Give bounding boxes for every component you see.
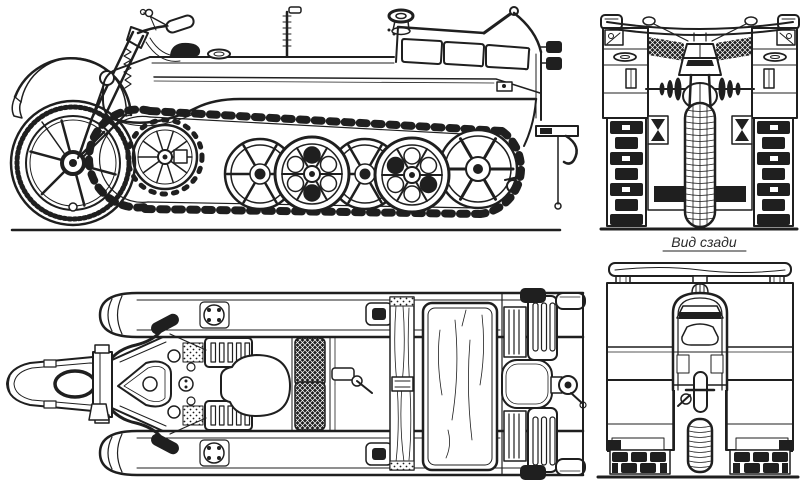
cab-window <box>443 41 485 68</box>
front-view <box>599 14 800 231</box>
side-view <box>9 6 579 232</box>
handlebar-front <box>606 21 794 36</box>
cab-window <box>485 44 531 71</box>
driver-saddle <box>170 42 201 57</box>
hull <box>102 6 541 127</box>
front-view-left-half <box>600 14 689 227</box>
tail-light <box>546 41 562 53</box>
front-view-center <box>599 21 799 231</box>
radiator-grille <box>294 337 326 387</box>
handlebar-grip <box>151 313 179 335</box>
front-tire-top <box>53 369 97 399</box>
headlight-top <box>88 403 110 421</box>
rear-view <box>596 262 800 479</box>
tail-light <box>520 288 546 303</box>
intake-vent <box>387 8 415 24</box>
rear-view-center <box>596 262 800 479</box>
canvas-cab <box>387 6 543 121</box>
tail-light <box>546 57 562 70</box>
outer-road-wheels <box>273 135 451 214</box>
handlebar <box>136 8 195 62</box>
rear-fittings <box>523 41 579 210</box>
top-view <box>6 288 587 482</box>
folded-canvas-top <box>421 301 499 472</box>
drive-sprocket <box>125 117 205 197</box>
tow-pintle <box>693 371 708 413</box>
top-view-center <box>6 292 587 476</box>
tow-hook <box>562 134 578 165</box>
cab-window <box>401 38 443 65</box>
view-caption: Вид сзади <box>671 234 737 250</box>
caption: Вид сзади <box>662 234 747 252</box>
air-cleaner <box>220 354 291 417</box>
